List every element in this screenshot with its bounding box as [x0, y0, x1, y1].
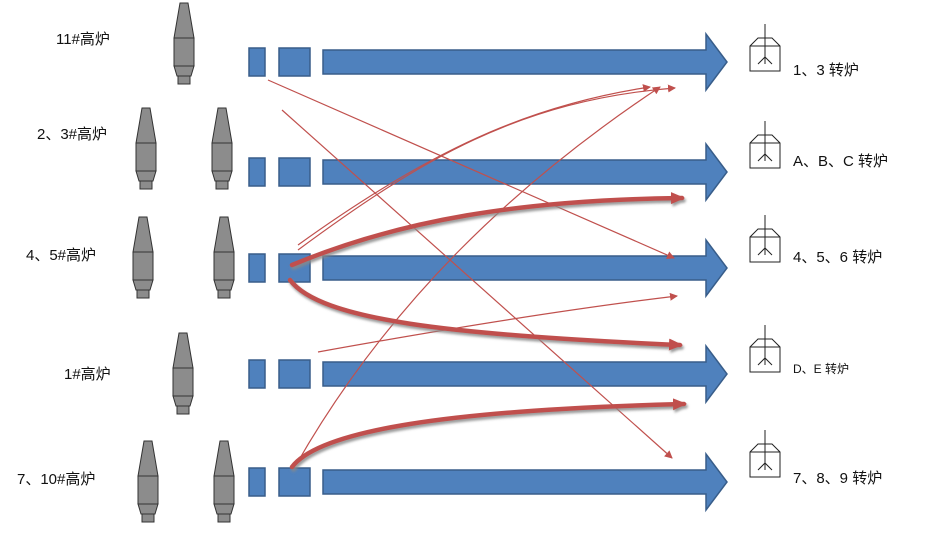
- converter-icon: [749, 325, 781, 373]
- process-block-small: [248, 47, 266, 77]
- process-flow-arrow: [322, 343, 728, 405]
- blast-furnace-label: 11#高炉: [56, 31, 110, 48]
- blast-furnace-icon: [172, 332, 194, 415]
- converter-label: 7、8、9 转炉: [793, 470, 883, 487]
- furnace-top: [213, 216, 235, 253]
- blast-furnace-label: 4、5#高炉: [26, 247, 97, 264]
- converter-icon: [749, 215, 781, 263]
- furnace-bosh: [137, 503, 159, 515]
- process-flow-arrow: [322, 237, 728, 299]
- process-block-small: [248, 253, 266, 283]
- process-block-medium: [278, 467, 311, 497]
- furnace-body: [173, 37, 195, 67]
- converter-lance-tip: [757, 357, 773, 366]
- blast-furnace-icon: [213, 440, 235, 523]
- furnace-base: [136, 289, 150, 299]
- furnace-body: [211, 142, 233, 172]
- furnace-bosh: [135, 170, 157, 182]
- flow-line-thin: [281, 109, 673, 459]
- process-block-small: [248, 467, 266, 497]
- converter-label: 4、5、6 转炉: [793, 249, 883, 266]
- flow-line-thin: [297, 84, 676, 251]
- furnace-top: [172, 332, 194, 369]
- furnace-top: [213, 440, 235, 477]
- process-row: [248, 141, 728, 203]
- blast-furnace-icon: [213, 216, 235, 299]
- process-flow-arrow: [322, 31, 728, 93]
- furnace-body: [213, 475, 235, 505]
- process-row: [248, 451, 728, 513]
- converter-lance-tip: [757, 462, 773, 471]
- converter-lance-tip: [757, 56, 773, 65]
- flow-line-thin: [267, 79, 675, 259]
- process-row: [248, 343, 728, 405]
- furnace-bosh: [173, 65, 195, 77]
- process-block-small: [248, 359, 266, 389]
- converter-label: D、E 转炉: [793, 362, 850, 376]
- process-block-medium: [278, 47, 311, 77]
- blast-furnace-icon: [211, 107, 233, 190]
- furnace-top: [211, 107, 233, 144]
- furnace-base: [141, 513, 155, 523]
- furnace-body: [135, 142, 157, 172]
- furnace-bosh: [213, 503, 235, 515]
- process-block-medium: [278, 359, 311, 389]
- process-flow-arrow: [322, 451, 728, 513]
- blast-furnace-label: 2、3#高炉: [37, 126, 108, 143]
- furnace-body: [132, 251, 154, 281]
- process-row: [248, 31, 728, 93]
- furnace-body: [172, 367, 194, 397]
- blast-furnace-label: 1#高炉: [64, 366, 111, 383]
- converter-icon: [749, 121, 781, 169]
- flow-line-thick: [287, 277, 683, 351]
- blast-furnace-label: 7、10#高炉: [17, 471, 96, 488]
- process-flow-arrow: [322, 141, 728, 203]
- process-block-medium: [278, 157, 311, 187]
- furnace-base: [215, 180, 229, 190]
- blast-furnace-icon: [132, 216, 154, 299]
- blast-furnace-icon: [135, 107, 157, 190]
- furnace-body: [213, 251, 235, 281]
- furnace-base: [177, 75, 191, 85]
- converter-label: A、B、C 转炉: [793, 153, 889, 170]
- converter-lance-tip: [757, 247, 773, 256]
- furnace-bosh: [172, 395, 194, 407]
- furnace-top: [132, 216, 154, 253]
- blast-furnace-icon: [173, 2, 195, 85]
- converter-label: 1、3 转炉: [793, 62, 859, 79]
- converter-lance-tip: [757, 153, 773, 162]
- process-block-small: [248, 157, 266, 187]
- converter-icon: [749, 430, 781, 478]
- converter-icon: [749, 24, 781, 72]
- flow-line-thick: [289, 398, 687, 470]
- furnace-top: [173, 2, 195, 39]
- furnace-bosh: [211, 170, 233, 182]
- blast-furnace-icon: [137, 440, 159, 523]
- furnace-base: [176, 405, 190, 415]
- furnace-base: [217, 289, 231, 299]
- furnace-body: [137, 475, 159, 505]
- flow-line-thin: [295, 86, 661, 466]
- furnace-base: [139, 180, 153, 190]
- furnace-bosh: [213, 279, 235, 291]
- flow-line-thick: [289, 192, 685, 268]
- furnace-top: [135, 107, 157, 144]
- process-row: [248, 237, 728, 299]
- flow-line-thin: [317, 292, 678, 353]
- furnace-bosh: [132, 279, 154, 291]
- furnace-top: [137, 440, 159, 477]
- furnace-base: [217, 513, 231, 523]
